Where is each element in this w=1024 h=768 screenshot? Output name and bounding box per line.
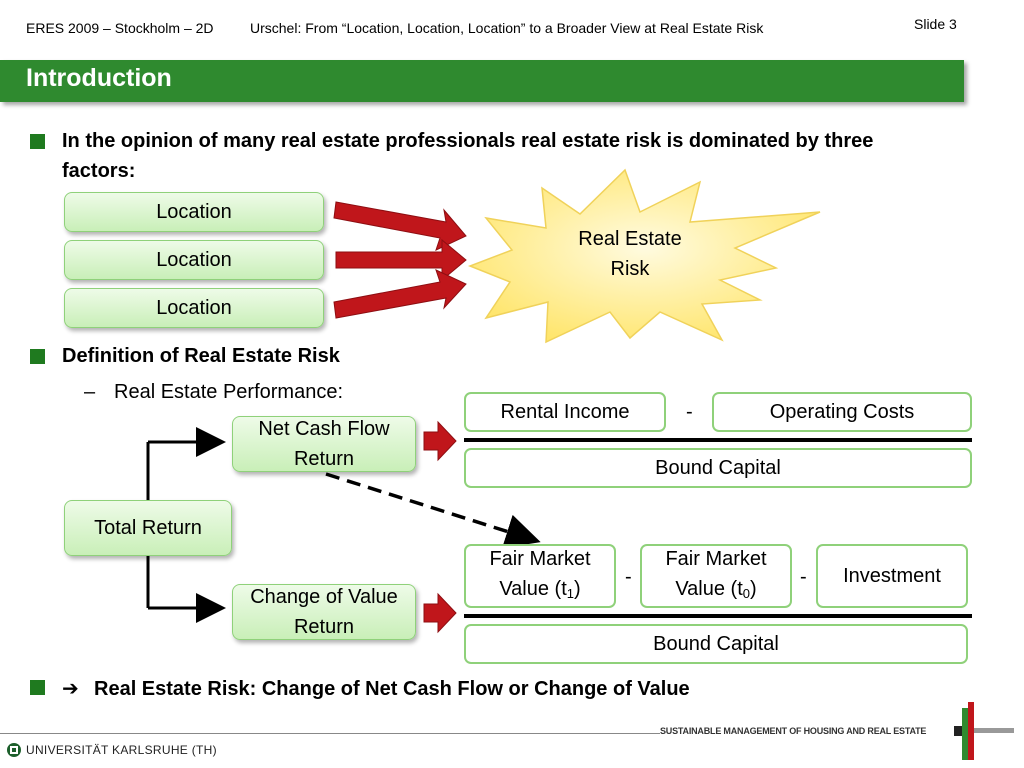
bullet-marker bbox=[30, 349, 45, 364]
location-box-3: Location bbox=[64, 288, 324, 328]
fmv-t0-line2: Value (t0) bbox=[675, 577, 757, 601]
bullet-marker bbox=[30, 680, 45, 695]
right-arrow-icon: ➔ bbox=[62, 676, 79, 700]
bullet-opinion: In the opinion of many real estate profe… bbox=[62, 130, 874, 182]
bullet-marker bbox=[30, 134, 45, 149]
footer-square-icon bbox=[954, 726, 964, 736]
fmv-t1-line1: Fair Market bbox=[489, 547, 591, 570]
net-cash-flow-return-box: Net Cash Flow Return bbox=[232, 416, 416, 472]
slide-title: Introduction bbox=[26, 64, 172, 92]
converging-arrows bbox=[333, 201, 467, 319]
sub-bullet-dash: – bbox=[84, 381, 96, 403]
fair-market-value-t1-box: Fair Market Value (t1) bbox=[464, 544, 616, 608]
header-talk-title: Urschel: From “Location, Location, Locat… bbox=[250, 20, 764, 36]
sub-bullet-performance: Real Estate Performance: bbox=[114, 381, 343, 403]
red-arrow-cov bbox=[423, 592, 457, 634]
fmv-t1-line2: Value (t1) bbox=[499, 577, 581, 601]
university-logo-icon bbox=[7, 743, 21, 757]
footer-group-name: SUSTAINABLE MANAGEMENT OF HOUSING AND RE… bbox=[660, 726, 927, 736]
bound-capital-box-1: Bound Capital bbox=[464, 448, 972, 488]
footer-rule bbox=[0, 733, 660, 734]
change-of-value-return-box: Change of Value Return bbox=[232, 584, 416, 640]
slide-number: Slide 3 bbox=[914, 16, 957, 32]
rental-income-box: Rental Income bbox=[464, 392, 666, 432]
location-box-1: Location bbox=[64, 192, 324, 232]
real-estate-risk-star bbox=[467, 168, 821, 344]
fraction-line-cov bbox=[464, 614, 972, 618]
university-flag-logo bbox=[962, 702, 1014, 760]
minus-sign: - bbox=[800, 566, 807, 588]
minus-sign: - bbox=[625, 566, 632, 588]
header-conference: ERES 2009 – Stockholm – 2D bbox=[26, 20, 214, 36]
operating-costs-box: Operating Costs bbox=[712, 392, 972, 432]
red-arrow-ncf bbox=[423, 420, 457, 462]
fraction-line-ncf bbox=[464, 438, 972, 442]
investment-box: Investment bbox=[816, 544, 968, 608]
fmv-t0-line1: Fair Market bbox=[665, 547, 767, 570]
university-name: UNIVERSITÄT KARLSRUHE (TH) bbox=[26, 743, 217, 757]
tree-connector bbox=[146, 427, 226, 623]
bullet-conclusion: Real Estate Risk: Change of Net Cash Flo… bbox=[94, 678, 690, 700]
location-box-2: Location bbox=[64, 240, 324, 280]
total-return-box: Total Return bbox=[64, 500, 232, 556]
bound-capital-box-2: Bound Capital bbox=[464, 624, 968, 664]
dashed-link-arrow bbox=[325, 472, 541, 549]
fair-market-value-t0-box: Fair Market Value (t0) bbox=[640, 544, 792, 608]
minus-sign: - bbox=[686, 401, 693, 423]
title-bar bbox=[0, 60, 964, 102]
star-label: Real Estate Risk bbox=[578, 228, 682, 280]
bullet-definition: Definition of Real Estate Risk bbox=[62, 345, 340, 367]
